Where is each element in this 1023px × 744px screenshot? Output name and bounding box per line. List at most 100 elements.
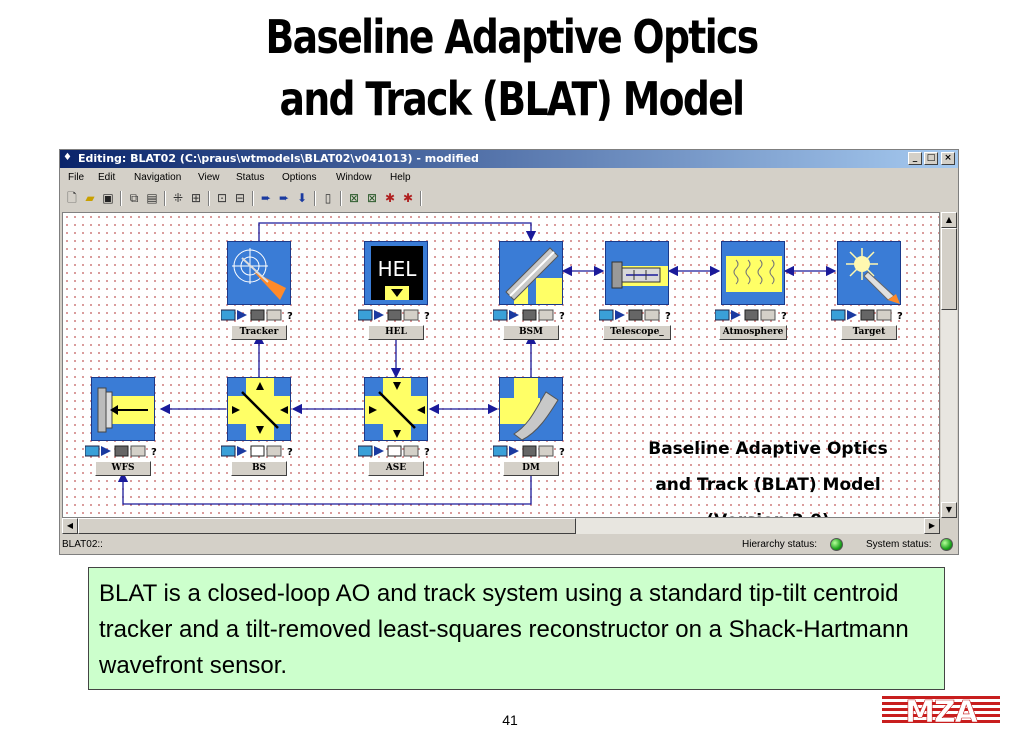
- window-title: Editing: BLAT02 (C:\praus\wtmodels\BLAT0…: [78, 152, 479, 165]
- dm-icon: [499, 377, 563, 441]
- block-ase[interactable]: ? ASE: [358, 377, 430, 476]
- telescope-icon: [605, 241, 669, 305]
- hierarchy-status-indicator: [830, 538, 843, 551]
- telescope-help-glyph: ?: [665, 311, 671, 321]
- block-atmosphere[interactable]: ? Atmosphere: [715, 241, 787, 340]
- toolbar-separator: [164, 191, 166, 206]
- telescope-graphic: [611, 261, 668, 289]
- toolbar-separator: [208, 191, 210, 206]
- block-bsm[interactable]: ? BSM: [493, 241, 565, 340]
- block-target[interactable]: ? Target: [831, 241, 903, 340]
- bs-graphic: [228, 378, 290, 440]
- hel-label: HEL: [368, 325, 424, 340]
- mza-logo: MZA: [882, 695, 1000, 726]
- menu-file[interactable]: File: [68, 172, 85, 183]
- toolbar-separator: [120, 191, 122, 206]
- window-titlebar[interactable]: ♦ Editing: BLAT02 (C:\praus\wtmodels\BLA…: [60, 150, 958, 168]
- dm-help-glyph: ?: [559, 447, 565, 457]
- probe-b-icon[interactable]: ✱: [402, 191, 414, 205]
- horizontal-scroll-thumb[interactable]: [78, 518, 576, 534]
- maximize-button[interactable]: □: [924, 152, 938, 165]
- scroll-up-arrow-icon[interactable]: ▲: [941, 212, 957, 228]
- block-bs[interactable]: ? BS: [221, 377, 293, 476]
- open-folder-icon[interactable]: ▰: [85, 191, 95, 205]
- block-hel[interactable]: HEL ? HEL: [358, 241, 430, 340]
- vertical-scroll-thumb[interactable]: [941, 228, 957, 310]
- atmosphere-graphic: [726, 256, 782, 292]
- save-icon[interactable]: ▣: [102, 191, 114, 205]
- atmosphere-label: Atmosphere: [719, 325, 787, 340]
- slide-title-line2: and Track (BLAT) Model: [279, 72, 746, 126]
- menu-help[interactable]: Help: [390, 172, 411, 183]
- menu-window[interactable]: Window: [336, 172, 372, 183]
- status-path: BLAT02::: [62, 539, 103, 550]
- tracker-label: Tracker: [231, 325, 287, 340]
- bs-label: BS: [231, 461, 287, 476]
- horizontal-scrollbar[interactable]: ◀ ▶: [62, 518, 940, 534]
- run-step-icon[interactable]: ➨: [278, 191, 290, 205]
- collapse-icon[interactable]: ⁜: [172, 191, 184, 205]
- block-wfs[interactable]: ? WFS: [85, 377, 157, 476]
- notes-icon[interactable]: ▯: [324, 191, 332, 205]
- toolbar: 🗋 ▰ ▣ ⧉ ▤ ⁜ ⊞ ⊡ ⊟ ➨ ➨ ⬇ ▯ ⊠ ⊠ ✱ ✱: [62, 188, 956, 210]
- close-button[interactable]: ×: [941, 152, 955, 165]
- block-telescope[interactable]: ? Telescope_: [599, 241, 671, 340]
- bsm-graphic: [505, 247, 562, 304]
- block-dm[interactable]: ? DM: [493, 377, 565, 476]
- dm-status-strip: ?: [493, 445, 565, 457]
- dm-label: DM: [503, 461, 559, 476]
- scroll-left-arrow-icon[interactable]: ◀: [62, 518, 78, 534]
- hel-icon: HEL: [364, 241, 428, 305]
- ase-icon: [364, 377, 428, 441]
- scroll-down-arrow-icon[interactable]: ▼: [941, 502, 957, 518]
- copy-icon[interactable]: ⧉: [129, 191, 139, 205]
- toolbar-separator: [314, 191, 316, 206]
- wfs-icon: [91, 377, 155, 441]
- tracker-status-strip: ?: [221, 309, 293, 321]
- bsm-icon: [499, 241, 563, 305]
- minimize-button[interactable]: _: [908, 152, 922, 165]
- wfs-help-glyph: ?: [151, 447, 157, 457]
- export-icon[interactable]: ⊟: [234, 191, 246, 205]
- vertical-scrollbar[interactable]: ▲ ▼: [941, 212, 957, 518]
- dm-graphic: [500, 378, 559, 440]
- hel-graphic: HEL: [371, 246, 423, 300]
- target-status-strip: ?: [831, 309, 903, 321]
- menu-edit[interactable]: Edit: [98, 172, 116, 183]
- menu-status[interactable]: Status: [236, 172, 265, 183]
- ase-help-glyph: ?: [424, 447, 430, 457]
- expand-icon[interactable]: ⊞: [190, 191, 202, 205]
- wire-bottom-loop: [117, 471, 532, 505]
- check-b-icon[interactable]: ⊠: [366, 191, 378, 205]
- annotation-line1: Baseline Adaptive Optics: [648, 439, 888, 459]
- toolbar-separator: [420, 191, 422, 206]
- connection-wires: [117, 222, 837, 505]
- target-help-glyph: ?: [897, 311, 903, 321]
- target-label: Target: [841, 325, 897, 340]
- menu-navigation[interactable]: Navigation: [134, 172, 182, 183]
- menu-options[interactable]: Options: [282, 172, 317, 183]
- import-icon[interactable]: ⊡: [216, 191, 228, 205]
- annotation-line3: (Version 2.0): [603, 503, 933, 517]
- atmosphere-status-strip: ?: [715, 309, 787, 321]
- block-tracker[interactable]: ? Tracker: [221, 241, 293, 340]
- atmosphere-icon: [721, 241, 785, 305]
- menu-view[interactable]: View: [198, 172, 220, 183]
- diagram-canvas[interactable]: ? Tracker HEL ? HEL: [62, 212, 940, 518]
- wfs-label: WFS: [95, 461, 151, 476]
- run-down-icon[interactable]: ⬇: [296, 191, 308, 205]
- bs-status-strip: ?: [221, 445, 293, 457]
- tracker-icon: [227, 241, 291, 305]
- hierarchy-status-label: Hierarchy status:: [742, 539, 818, 550]
- wfs-graphic: [97, 387, 154, 433]
- target-icon: [837, 241, 901, 305]
- app-icon: ♦: [63, 152, 72, 163]
- check-a-icon[interactable]: ⊠: [348, 191, 360, 205]
- scroll-right-arrow-icon[interactable]: ▶: [924, 518, 940, 534]
- run-forward-icon[interactable]: ➨: [260, 191, 272, 205]
- new-file-icon[interactable]: 🗋: [67, 191, 77, 205]
- ase-label: ASE: [368, 461, 424, 476]
- bs-help-glyph: ?: [287, 447, 293, 457]
- paste-icon[interactable]: ▤: [146, 191, 158, 205]
- probe-a-icon[interactable]: ✱: [384, 191, 396, 205]
